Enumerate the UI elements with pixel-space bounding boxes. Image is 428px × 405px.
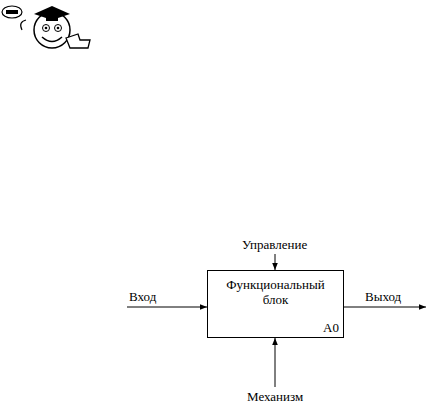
input-arrow	[127, 307, 207, 308]
function-box: Функциональный блокA0	[207, 270, 344, 338]
function-name: Функциональный блок	[216, 277, 335, 307]
mechanism-label: Механизм	[246, 389, 304, 404]
node-number: A0	[323, 320, 339, 335]
output-label: Выход	[364, 289, 402, 304]
output-arrow	[344, 307, 426, 308]
control-arrow	[275, 254, 276, 270]
mascot-icon	[2, 6, 90, 48]
control-label: Управление	[241, 237, 308, 252]
mechanism-arrow	[275, 338, 276, 387]
input-label: Вход	[128, 289, 157, 304]
